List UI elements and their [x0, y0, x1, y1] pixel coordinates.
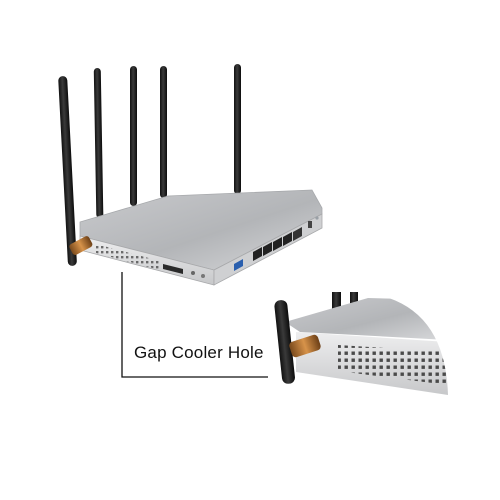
power-led [201, 274, 205, 278]
antenna-icon [93, 68, 104, 218]
vent-holes-icon [338, 345, 448, 385]
ethernet-port-icon [273, 237, 282, 251]
port-led [315, 216, 319, 220]
ethernet-port-icon [283, 232, 292, 246]
callout-line [121, 272, 268, 378]
antenna-icon [58, 76, 93, 266]
antenna-icon [130, 66, 137, 206]
antenna-icon [234, 64, 241, 194]
reset-button [191, 271, 195, 275]
ethernet-port-icon [293, 227, 302, 241]
antenna-icon [160, 66, 167, 198]
sim-slot [163, 264, 183, 274]
callout-label: Gap Cooler Hole [134, 343, 264, 362]
ethernet-port-icon [263, 242, 272, 256]
vent-detail-inset [270, 292, 448, 395]
usb-port-icon [234, 259, 243, 271]
vent-holes-icon [96, 244, 160, 270]
ethernet-port-icon [253, 247, 262, 261]
dc-jack [308, 221, 312, 228]
